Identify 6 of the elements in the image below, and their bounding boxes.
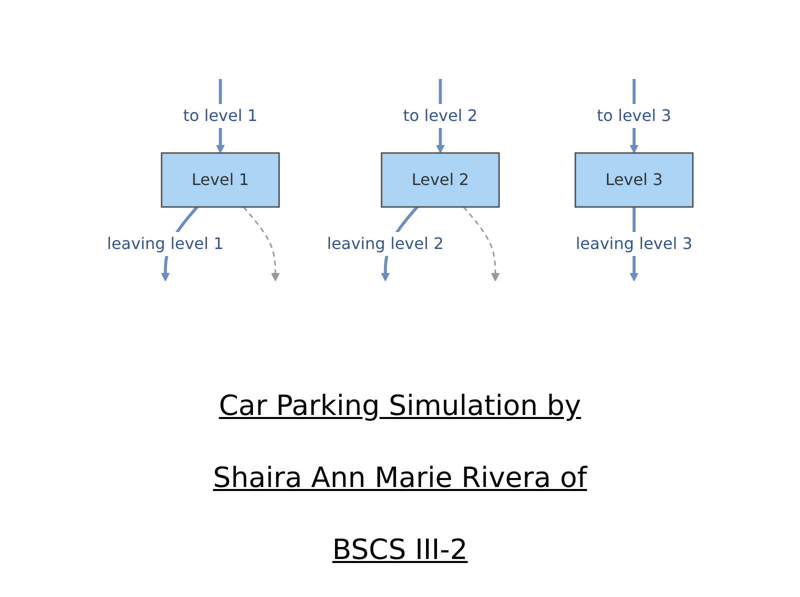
level-box: Level 1 <box>160 152 280 208</box>
dashed-arrow <box>463 206 500 282</box>
level-box: Level 3 <box>574 152 694 208</box>
title: Car Parking Simulation by Shaira Ann Marie Rivera of BSCS III-2 <box>212 388 588 568</box>
dashed-arrow <box>243 206 280 282</box>
level-box: Level 2 <box>380 152 500 208</box>
